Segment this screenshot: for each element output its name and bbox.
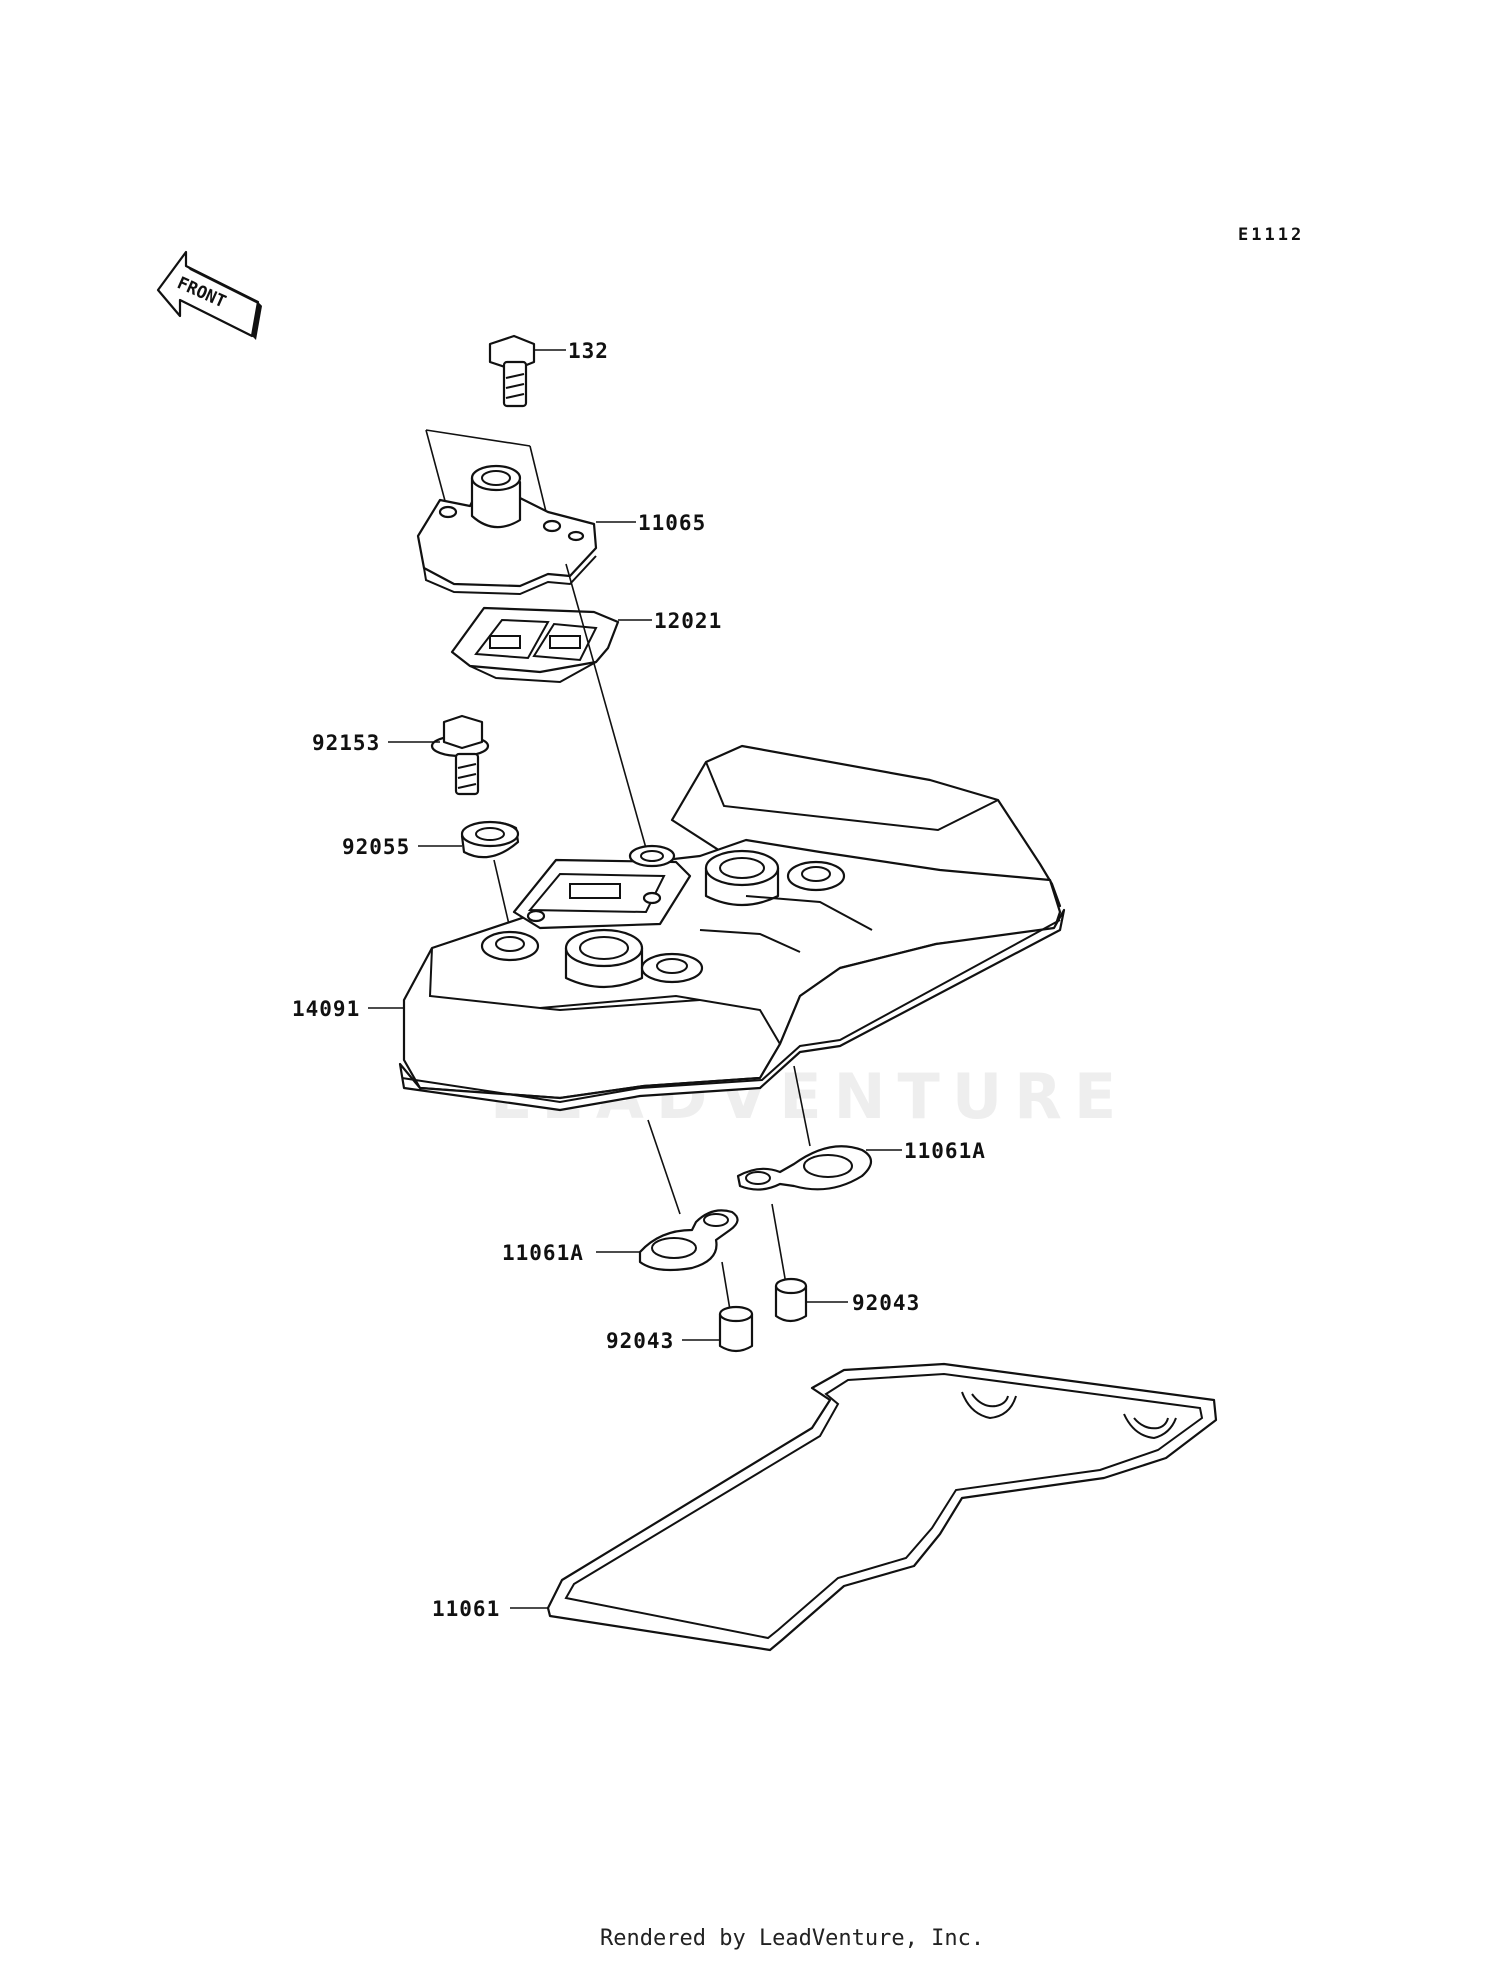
callout-label-92055: 92055	[342, 835, 410, 859]
callout-label-11065: 11065	[638, 511, 706, 535]
plug-gasket-11061A-left	[638, 1209, 739, 1272]
washer-92055	[460, 820, 520, 859]
callout-label-132: 132	[568, 339, 609, 363]
head-cover-gasket-11061	[546, 1362, 1218, 1652]
callout-label-92043-right: 92043	[852, 1291, 920, 1315]
bolt-132	[488, 334, 536, 408]
plug-gasket-11061A-right	[736, 1145, 873, 1191]
callout-label-14091: 14091	[292, 997, 360, 1021]
breather-gasket-12021	[450, 606, 620, 684]
callout-label-11061: 11061	[432, 1597, 500, 1621]
callout-label-92153: 92153	[312, 731, 380, 755]
collar-92043-left	[718, 1305, 754, 1353]
callout-label-11061A-left: 11061A	[502, 1241, 584, 1265]
breather-cover-11065	[416, 429, 598, 596]
front-arrow-icon: FRONT	[156, 250, 262, 340]
footer-credit: Rendered by LeadVenture, Inc.	[600, 1926, 984, 1951]
collar-92043-right	[774, 1277, 808, 1323]
cover-bolt-92153	[430, 714, 490, 796]
callout-label-11061A-right: 11061A	[904, 1139, 986, 1163]
reference-code: E1112	[1238, 225, 1304, 245]
callout-label-92043-left: 92043	[606, 1329, 674, 1353]
callout-label-12021: 12021	[654, 609, 722, 633]
cylinder-head-cover-14091	[398, 744, 1066, 1112]
